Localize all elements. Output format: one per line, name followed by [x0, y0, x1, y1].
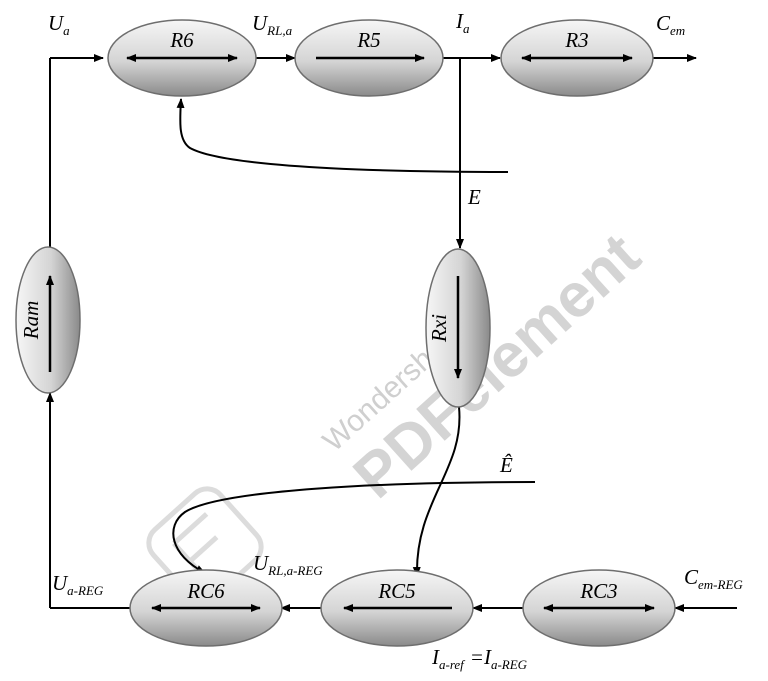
signal-ia: Ia — [455, 9, 470, 36]
signal-url: URL,a — [252, 11, 293, 38]
signal-e: E — [467, 185, 481, 209]
signal-cemreg: Cem-REG — [684, 565, 743, 592]
block-r6: R6 — [107, 19, 257, 97]
block-rc6: RC6 — [129, 569, 283, 647]
block-r6-label: R6 — [169, 28, 194, 52]
block-rc3-label: RC3 — [579, 579, 617, 603]
signal-cem: Cem — [656, 11, 685, 38]
rxi-to-rc5-curve — [412, 406, 461, 577]
signal-iaref-eq-iareg: Ia-ref=Ia-REG — [431, 645, 528, 672]
block-rc3: RC3 — [522, 569, 676, 647]
block-r5: R5 — [294, 19, 444, 97]
block-rc5: RC5 — [320, 569, 474, 647]
signal-urlreg: URL,a-REG — [253, 551, 323, 578]
block-r5-label: R5 — [356, 28, 380, 52]
block-rxi: Rxi — [425, 248, 491, 408]
block-rc6-label: RC6 — [186, 579, 225, 603]
block-rc5-label: RC5 — [377, 579, 415, 603]
signal-ua: Ua — [48, 11, 70, 38]
signal-uareg: Ua-REG — [52, 571, 104, 598]
signal-ehat: Ê — [499, 453, 513, 477]
e-feedback-curve — [176, 98, 509, 173]
block-r3: R3 — [500, 19, 654, 97]
block-ram: Ram — [15, 246, 81, 394]
block-rxi-label: Rxi — [427, 314, 451, 343]
block-ram-label: Ram — [19, 301, 43, 341]
watermark-line2: PDFelement — [341, 221, 653, 512]
ehat-feedback-curve — [172, 481, 536, 574]
block-r3-label: R3 — [564, 28, 588, 52]
connections — [46, 54, 737, 612]
